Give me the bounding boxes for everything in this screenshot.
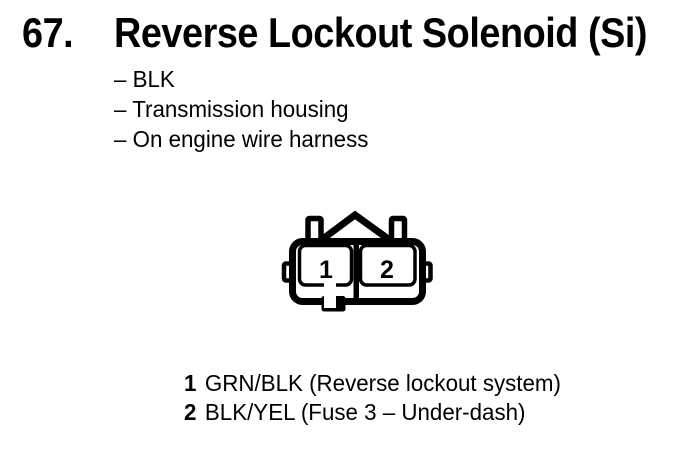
connector-divider <box>353 240 359 302</box>
legend-pin-1-description: GRN/BLK (Reverse lockout system) <box>204 370 561 396</box>
pin-legend: 1 GRN/BLK (Reverse lockout system) 2 BLK/Y… <box>184 369 561 426</box>
connector-diagram-icon: 1 2 <box>281 210 433 312</box>
connector-keyway-slot <box>324 281 336 308</box>
connector-pin-1-label: 1 <box>319 256 333 284</box>
legend-pin-2-description: BLK/YEL (Fuse 3 – Under-dash) <box>204 398 526 425</box>
connector-pin-2-label: 2 <box>380 256 394 284</box>
connector-cavity-2 <box>358 243 417 287</box>
page-title: Reverse Lockout Solenoid (Si) <box>114 9 648 56</box>
legend-row-pin-1: 1 GRN/BLK (Reverse lockout system) <box>184 369 561 398</box>
detail-line-harness: – On engine wire harness <box>114 126 369 152</box>
legend-pin-2-number: 2 <box>184 398 197 425</box>
detail-line-location: – Transmission housing <box>114 96 349 122</box>
item-number: 67. <box>22 9 74 56</box>
legend-pin-1-number: 1 <box>184 370 197 396</box>
detail-line-wire-color: – BLK <box>114 66 175 92</box>
connector-peak-rib <box>319 210 392 243</box>
component-details: – BLK – Transmission housing – On engine… <box>114 64 368 154</box>
legend-row-pin-2: 2 BLK/YEL (Fuse 3 – Under-dash) <box>184 398 561 427</box>
